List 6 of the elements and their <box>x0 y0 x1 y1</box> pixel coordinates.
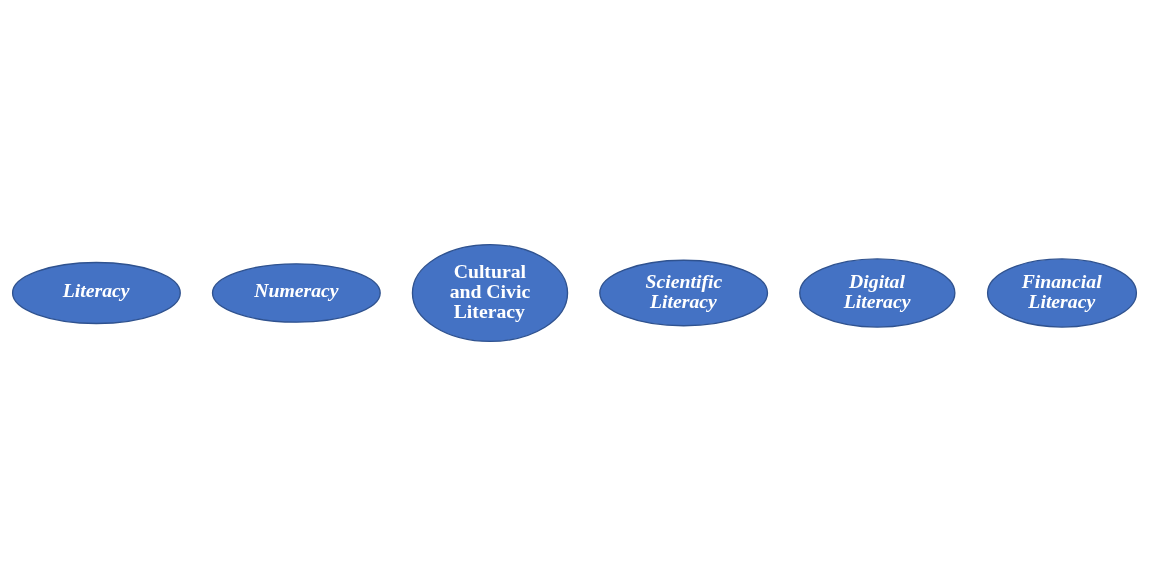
node-ellipse: Digital Literacy <box>799 257 956 328</box>
node-ellipse: Cultural and Civic Literacy <box>411 243 569 342</box>
node-ellipse: Financial Literacy <box>986 257 1138 328</box>
node-ellipse: Numeracy <box>211 262 381 323</box>
node-ellipse: Scientific Literacy <box>599 259 769 326</box>
node-ellipse: Literacy <box>11 261 181 324</box>
